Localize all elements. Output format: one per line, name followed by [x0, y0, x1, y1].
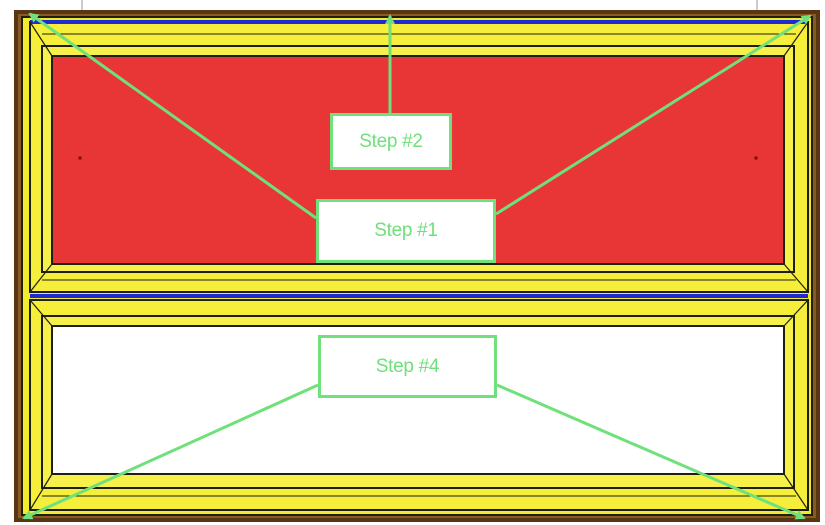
arrow-step1-left	[28, 12, 317, 220]
arrow-step4-right	[496, 383, 806, 520]
step-2-label: Step #2	[330, 113, 452, 170]
pane-dot-left	[78, 156, 82, 160]
step-4-label: Step #4	[318, 335, 497, 398]
arrow-step1-right	[495, 14, 812, 216]
step-2-text: Step #2	[359, 130, 423, 152]
step-1-label: Step #1	[316, 199, 496, 263]
pane-dot-right	[754, 156, 758, 160]
arrow-step4-left	[22, 383, 319, 520]
arrows	[22, 12, 812, 520]
step-1-text: Step #1	[374, 220, 438, 241]
step-4-text: Step #4	[375, 355, 440, 377]
